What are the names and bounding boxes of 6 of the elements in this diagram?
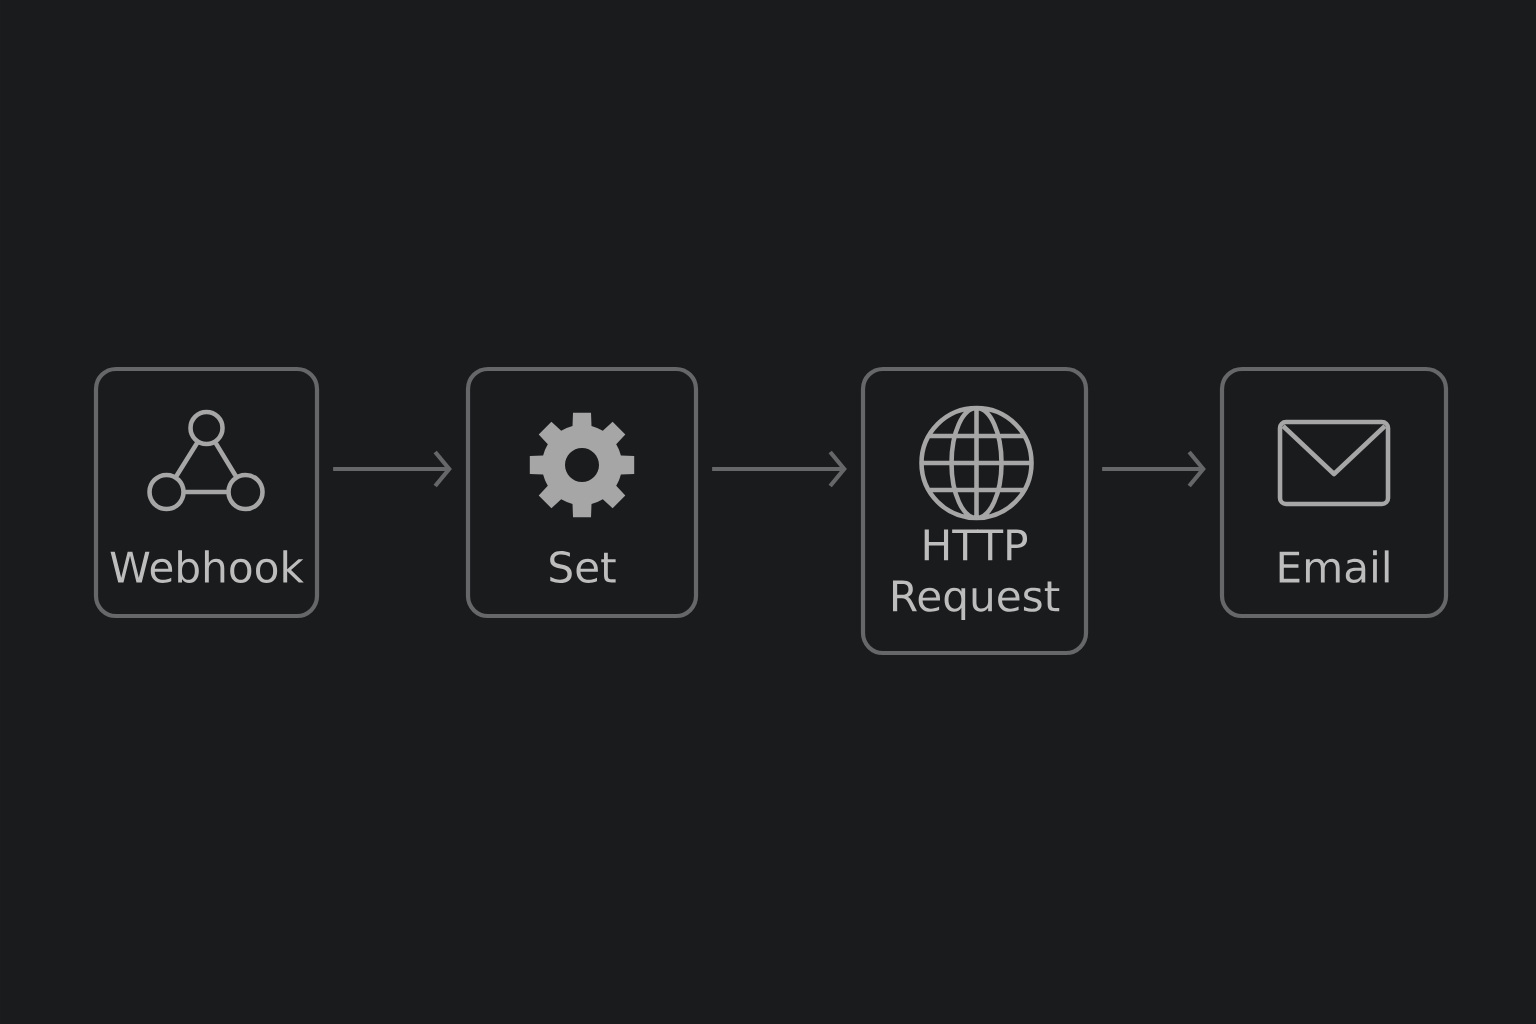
node-box: HTTP Request — [860, 366, 1089, 656]
arrow — [712, 450, 847, 488]
node-box: Email — [1219, 366, 1449, 619]
node-box: Webhook — [93, 366, 320, 619]
arrow — [1102, 450, 1206, 488]
arrow — [333, 450, 452, 488]
